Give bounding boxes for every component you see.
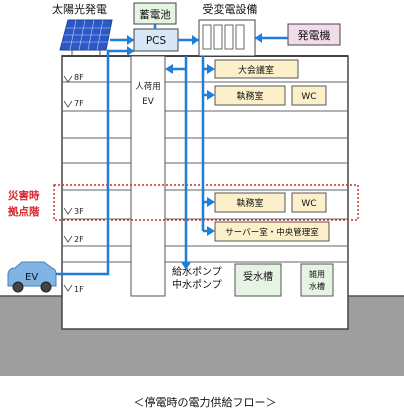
battery-label: 蓄電池 — [139, 8, 171, 21]
elevator-label-1: 人荷用 — [135, 81, 161, 92]
pump-label-2: 中水ポンプ — [172, 278, 222, 291]
floor-lines — [62, 81, 348, 263]
substation-label: 受変電設備 — [203, 2, 258, 16]
water-tank: 受水槽 — [234, 263, 282, 297]
floor-label-3f: 3F — [74, 207, 84, 216]
misc-water-tank-label-2: 水槽 — [309, 281, 325, 291]
ev-car: EV — [7, 261, 57, 293]
diagram-caption: ＜停電時の電力供給フロー＞ — [134, 395, 277, 409]
room-wc-7f: WC — [291, 85, 327, 106]
flow-arrowheads — [127, 33, 262, 270]
arrow-substation — [192, 35, 199, 45]
substation-equipment: 受変電設備 — [198, 2, 258, 57]
floor-mark-2f: 2F — [63, 235, 84, 244]
arrow-elevator — [165, 64, 173, 74]
arrow-server — [207, 226, 215, 236]
elevator-label-2: EV — [142, 97, 155, 107]
room-office-7f: 執務室 — [214, 85, 286, 106]
battery-box: 蓄電池 — [133, 2, 177, 25]
arrow-office-3f — [207, 197, 215, 207]
pcs-label: PCS — [146, 35, 167, 47]
room-wc-3f-label: WC — [301, 199, 316, 209]
floor-mark-8f: 8F — [63, 73, 84, 83]
room-office-3f-label: 執務室 — [236, 197, 263, 209]
generator-label: 発電機 — [298, 28, 331, 42]
room-hall-label: 大会議室 — [238, 64, 274, 76]
floor-label-2f: 2F — [74, 235, 84, 244]
elevator-shaft — [130, 55, 166, 297]
disaster-label-1: 災害時 — [8, 189, 40, 202]
room-hall: 大会議室 — [214, 59, 299, 79]
generator-box: 発電機 — [287, 23, 341, 46]
arrow-generator — [255, 33, 262, 43]
floor-label-7f: 7F — [74, 99, 84, 108]
flow-ev-to-pcs — [56, 49, 134, 276]
pcs-box: PCS — [133, 28, 179, 52]
floor-label-1f: 1F — [74, 285, 84, 294]
arrow-pcs — [127, 35, 134, 45]
disaster-label-2: 拠点階 — [8, 205, 40, 218]
room-server: サーバー室・中央管理室 — [214, 221, 330, 242]
misc-water-tank-label-1: 雑用 — [309, 269, 325, 279]
water-tank-label: 受水槽 — [243, 270, 273, 283]
misc-water-tank: 雑用 水槽 — [300, 263, 334, 297]
floor-mark-7f: 7F — [63, 99, 84, 108]
room-office-3f: 執務室 — [214, 192, 286, 213]
arrow-pump — [181, 262, 191, 270]
arrow-ev-pcs — [127, 46, 134, 56]
arrow-hall — [207, 64, 215, 74]
room-server-label: サーバー室・中央管理室 — [225, 227, 319, 238]
disaster-floor-highlight — [53, 184, 359, 221]
arrow-office-7f — [207, 90, 215, 100]
room-office-7f-label: 執務室 — [236, 90, 263, 102]
floor-mark-1f: 1F — [63, 284, 84, 294]
floor-label-8f: 8F — [74, 73, 84, 82]
room-wc-7f-label: WC — [301, 92, 316, 102]
solar-label: 太陽光発電 — [52, 2, 107, 16]
pump-label-1: 給水ポンプ — [172, 265, 222, 278]
ev-label: EV — [25, 272, 38, 283]
solar-panel: 太陽光発電 — [52, 2, 113, 56]
room-wc-3f: WC — [291, 192, 327, 213]
floor-mark-3f: 3F — [63, 207, 84, 216]
